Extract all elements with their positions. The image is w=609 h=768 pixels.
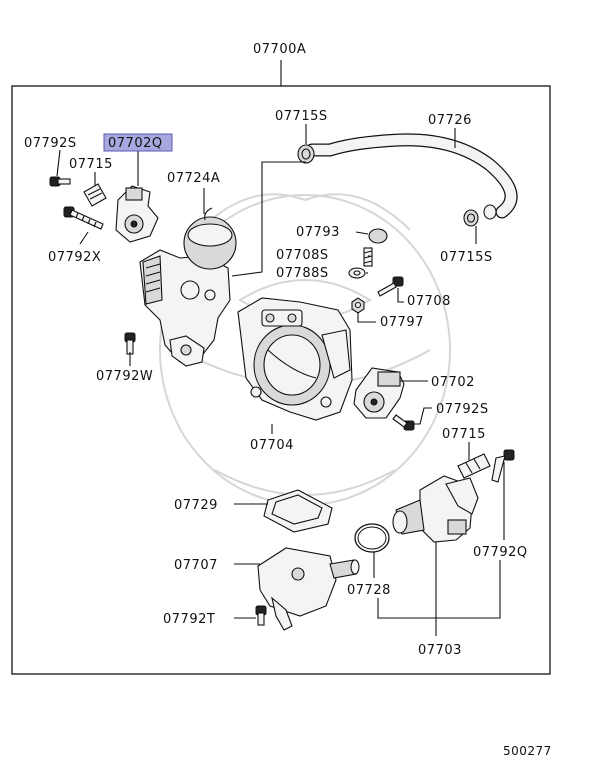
throttle-body-assembly-left[interactable] (139, 207, 237, 367)
hose-07726[interactable] (305, 133, 518, 219)
bolt-07792S-right[interactable] (392, 414, 415, 431)
callout-07792S-right[interactable]: 07792S (436, 402, 489, 417)
bolt-07792T[interactable] (255, 605, 267, 626)
leader-lines (56, 124, 505, 636)
spacer-07715-left[interactable] (83, 183, 107, 207)
washer-07788S[interactable] (348, 267, 366, 279)
hose-clip-07715S-top[interactable] (297, 144, 315, 164)
callout-07728[interactable]: 07728 (347, 583, 391, 598)
cap-07793[interactable] (368, 228, 388, 244)
callout-07792W[interactable]: 07792W (96, 369, 153, 384)
bolt-07792W[interactable] (124, 332, 136, 355)
assembly-label[interactable]: 07700A (253, 42, 306, 57)
callout-07703[interactable]: 07703 (418, 643, 462, 658)
bolt-07708[interactable] (377, 276, 404, 297)
sensor-07702[interactable] (353, 367, 405, 419)
callout-07708S[interactable]: 07708S (276, 248, 329, 263)
callout-07793[interactable]: 07793 (296, 225, 340, 240)
bolt-07792S-left[interactable] (49, 176, 71, 187)
callout-07788S[interactable]: 07788S (276, 266, 329, 281)
bolt-07792Q[interactable] (491, 449, 515, 483)
hose-clip-07715S-right[interactable] (463, 204, 497, 227)
callout-07792X[interactable]: 07792X (48, 250, 101, 265)
spacer-07715-right[interactable] (457, 453, 491, 479)
callout-07715-right[interactable]: 07715 (442, 427, 486, 442)
callout-07792Q[interactable]: 07792Q (473, 545, 528, 560)
callout-07702[interactable]: 07702 (431, 375, 475, 390)
callout-07792S-top[interactable]: 07792S (24, 136, 77, 151)
callout-07724A[interactable]: 07724A (167, 171, 220, 186)
callout-07702Q[interactable]: 07702Q (108, 136, 163, 151)
callout-07729[interactable]: 07729 (174, 498, 218, 513)
callout-07726[interactable]: 07726 (428, 113, 472, 128)
callout-07704[interactable]: 07704 (250, 438, 294, 453)
callout-07797[interactable]: 07797 (380, 315, 424, 330)
callout-07708[interactable]: 07708 (407, 294, 451, 309)
diagram-number: 500277 (503, 744, 552, 758)
callout-07715-top[interactable]: 07715 (69, 157, 113, 172)
sensor-07702Q[interactable] (115, 185, 159, 243)
throttle-body-07704[interactable] (237, 297, 353, 421)
callout-07707[interactable]: 07707 (174, 558, 218, 573)
nut-07797[interactable] (351, 297, 365, 314)
oring-07728[interactable] (354, 523, 390, 553)
gasket-07729[interactable] (263, 489, 333, 533)
callout-07792T[interactable]: 07792T (163, 612, 215, 627)
idle-speed-control-07703[interactable] (392, 475, 479, 543)
callout-07715S-top[interactable]: 07715S (275, 109, 328, 124)
housing-07707[interactable] (257, 547, 360, 631)
bolt-07792X[interactable] (63, 206, 104, 230)
highlight-box-07702Q (103, 133, 173, 152)
callout-07715S-right[interactable]: 07715S (440, 250, 493, 265)
screw-07708S[interactable] (363, 247, 373, 267)
